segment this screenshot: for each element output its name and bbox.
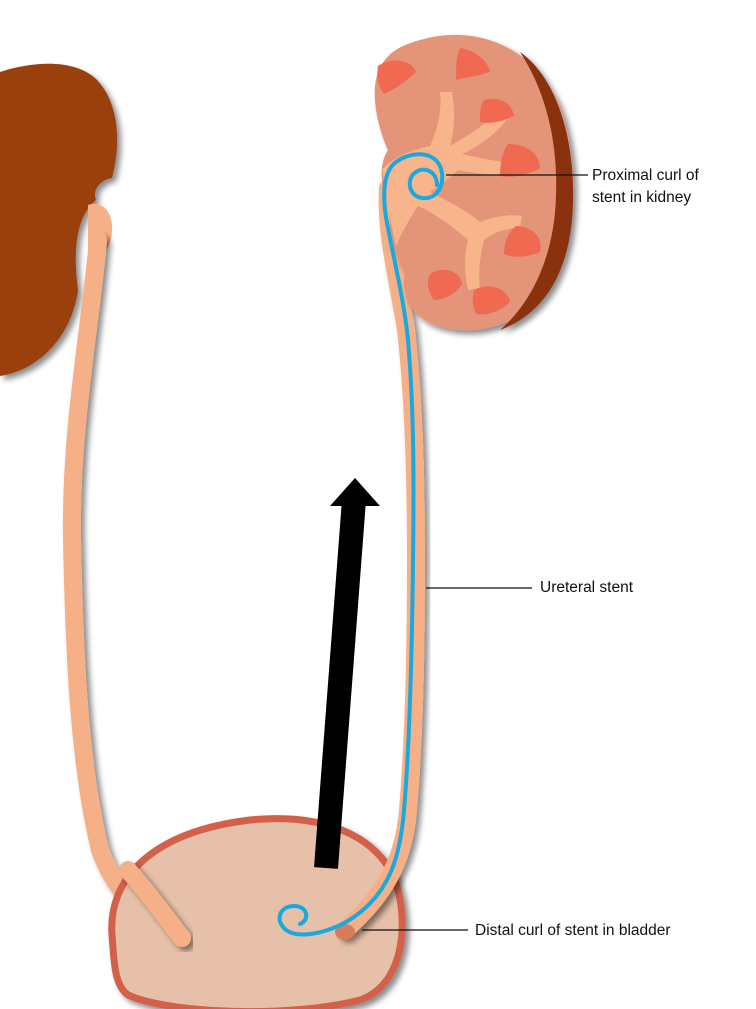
renal-pyramids	[377, 48, 541, 315]
right-kidney	[374, 34, 574, 331]
direction-arrow	[314, 478, 380, 869]
label-distal-curl: Distal curl of stent in bladder	[475, 922, 671, 939]
left-ureter-orifice	[119, 861, 191, 947]
left-kidney	[0, 63, 118, 376]
left-ureter	[62, 231, 191, 949]
label-proximal-curl: Proximal curl of stent in kidney	[592, 167, 699, 206]
right-ureter-orifice	[335, 924, 355, 940]
ureteral-stent	[277, 152, 445, 937]
label-ureteral-stent: Ureteral stent	[540, 579, 634, 596]
